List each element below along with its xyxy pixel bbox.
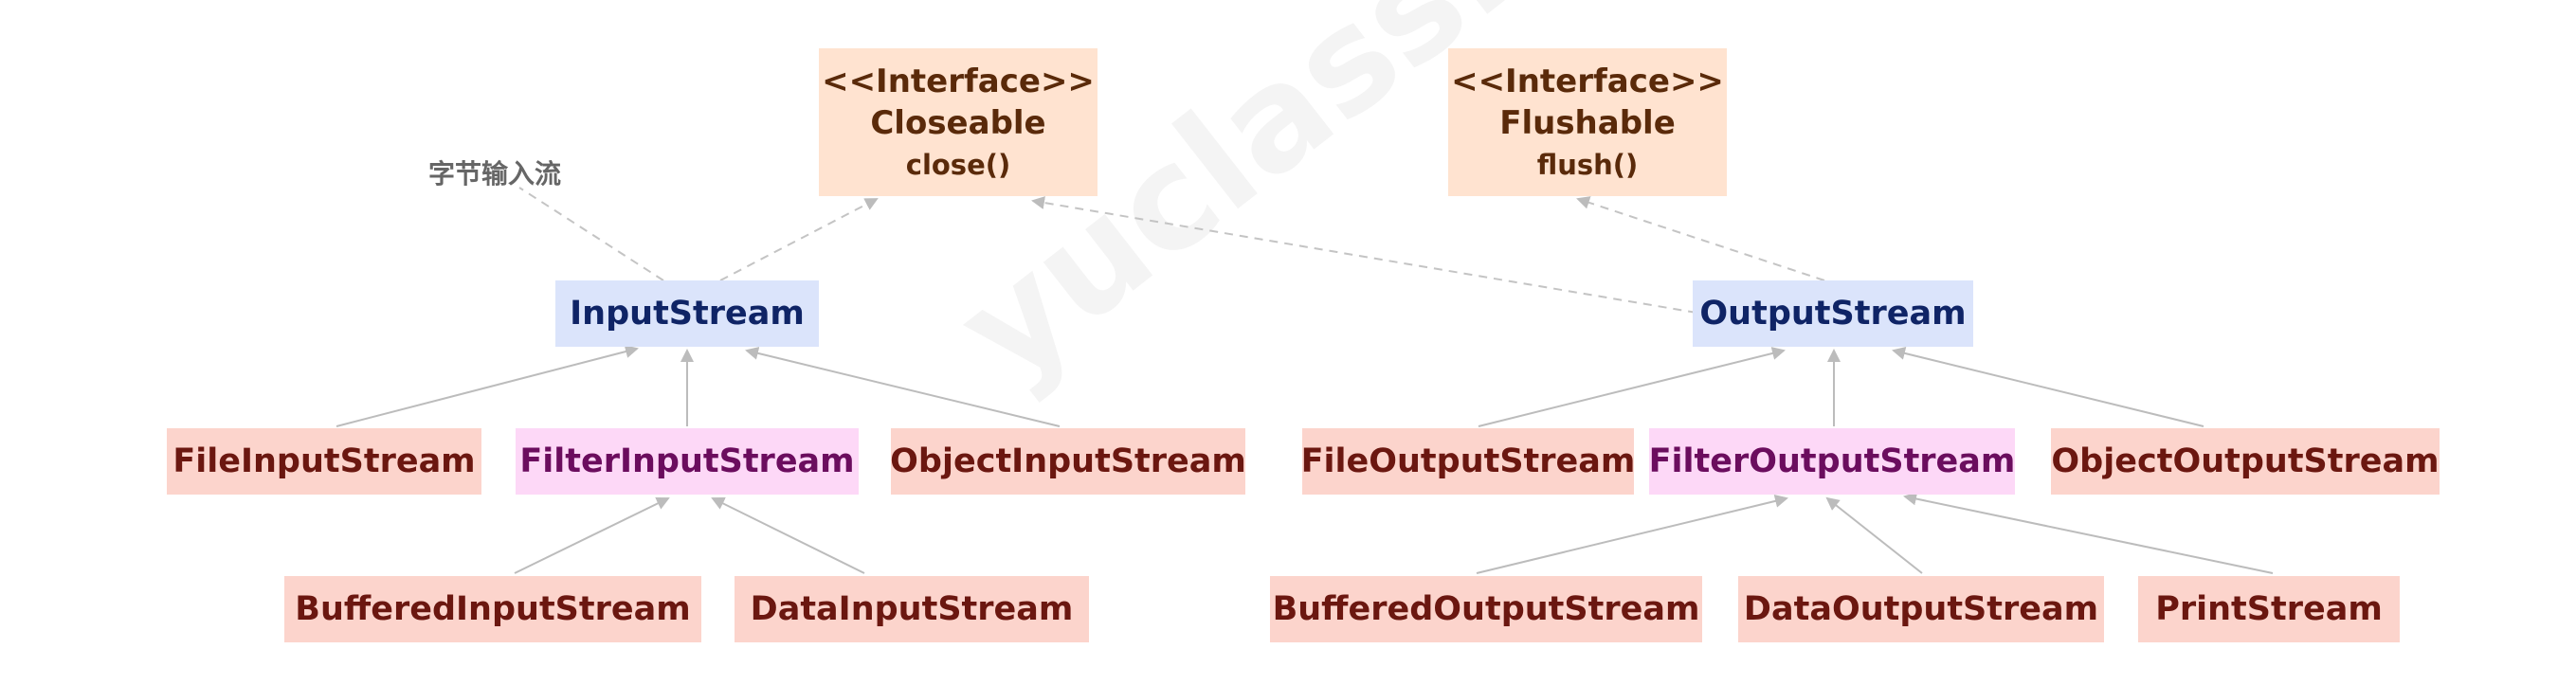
outputstream-node[interactable]: OutputStream (1693, 280, 1973, 347)
objectinputstream-node[interactable]: ObjectInputStream (890, 428, 1246, 495)
edge-bufferedoutputstream-to-filter (1476, 495, 1788, 574)
objectoutputstream-node[interactable]: ObjectOutputStream (2051, 428, 2440, 495)
flushable-name: Flushable (1499, 104, 1676, 143)
closeable-stereotype: <<Interface>> (822, 62, 1095, 100)
edge-inputstream-to-closeable (719, 198, 879, 281)
bufferedoutputstream-node[interactable]: BufferedOutputStream (1270, 576, 1702, 642)
edge-bufferedinputstream-to-filter (514, 496, 670, 574)
edge-printstream-to-filter (1903, 492, 2274, 574)
closeable-interface[interactable]: <<Interface>> Closeable close() (819, 48, 1098, 196)
filteroutputstream-node[interactable]: FilterOutputStream (1649, 428, 2015, 495)
fileinputstream-node[interactable]: FileInputStream (167, 428, 481, 495)
edge-objectinputstream-to-inputstream (745, 347, 1061, 427)
flushable-stereotype: <<Interface>> (1451, 62, 1724, 100)
edge-fileoutputstream-to-outputstream (1478, 347, 1786, 427)
flushable-method: flush() (1536, 149, 1639, 182)
closeable-name: Closeable (870, 104, 1046, 143)
bufferedinputstream-node[interactable]: BufferedInputStream (284, 576, 701, 642)
filterinputstream-node[interactable]: FilterInputStream (516, 428, 859, 495)
edge-fileinputstream-to-inputstream (336, 345, 639, 427)
edge-outputstream-to-closeable (1031, 196, 1697, 314)
byte-input-stream-note: 字节输入流 (428, 158, 562, 189)
edge-outputstream-to-flushable (1576, 196, 1825, 281)
edge-objectoutputstream-to-outputstream (1892, 347, 2204, 427)
edge-note-to-inputstream (518, 187, 664, 281)
datainputstream-node[interactable]: DataInputStream (735, 576, 1089, 642)
edge-datainputstream-to-filter (711, 497, 865, 574)
fileoutputstream-node[interactable]: FileOutputStream (1301, 428, 1635, 495)
flushable-interface[interactable]: <<Interface>> Flushable flush() (1448, 48, 1727, 196)
closeable-method: close() (905, 149, 1011, 182)
dataoutputstream-node[interactable]: DataOutputStream (1738, 576, 2104, 642)
edge-dataoutputstream-to-filter (1825, 496, 1923, 574)
inputstream-node[interactable]: InputStream (555, 280, 819, 347)
printstream-node[interactable]: PrintStream (2138, 576, 2400, 642)
